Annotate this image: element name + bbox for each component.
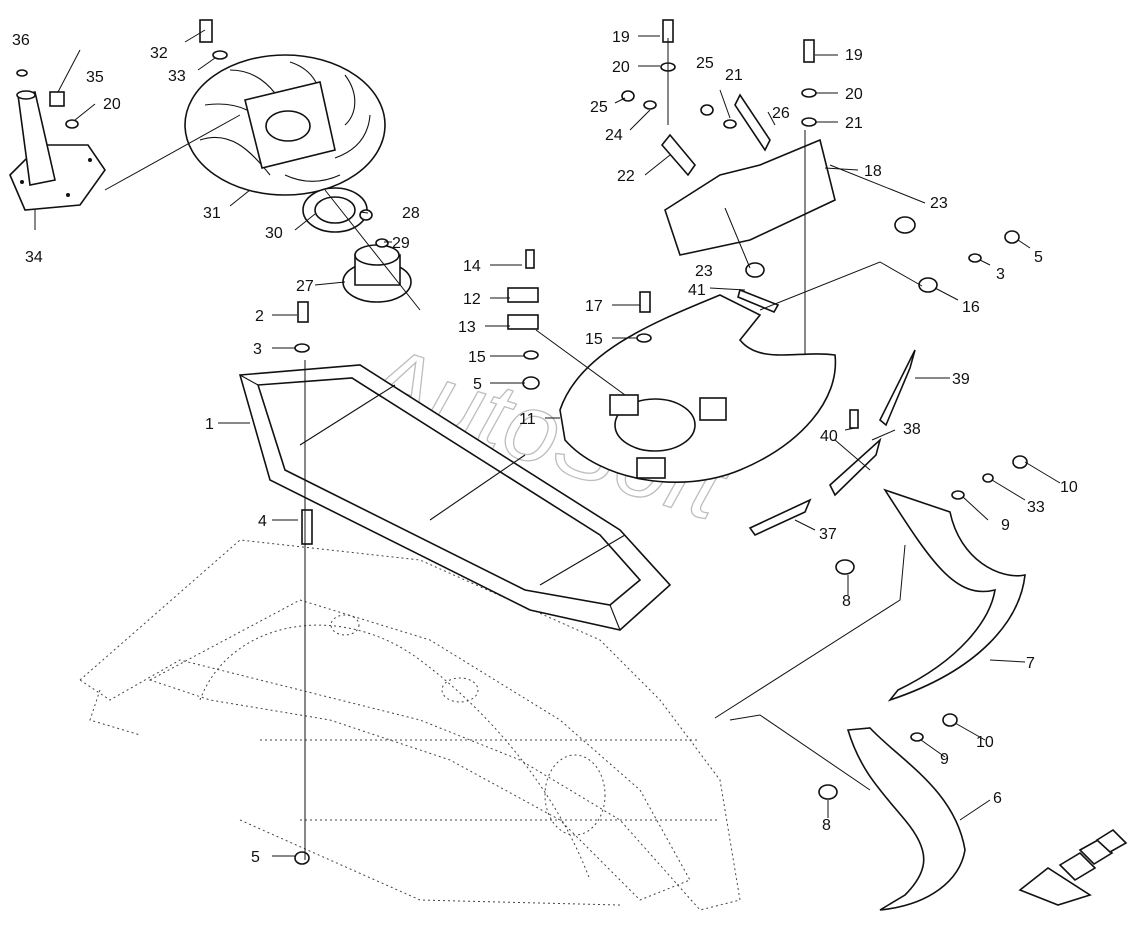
callout-22: 22 [617,168,635,185]
callout-41: 41 [688,282,706,299]
direction-arrow-icon [1018,828,1128,906]
callout-20: 20 [845,86,863,103]
part-34-drive-cone [9,90,106,211]
hardware-fasteners [16,19,1028,865]
callout-37: 37 [819,526,837,543]
callout-5: 5 [473,376,482,393]
part-37-39-brackets [748,349,916,537]
callout-33: 33 [168,68,186,85]
part-1-frame [238,364,672,631]
callout-33: 33 [1027,499,1045,516]
callout-23: 23 [930,195,948,212]
callout-18: 18 [864,163,882,180]
callout-26: 26 [772,105,790,122]
callout-28: 28 [402,205,420,222]
callout-25: 25 [696,55,714,72]
callout-31: 31 [203,205,221,222]
callout-19: 19 [845,47,863,64]
callout-30: 30 [265,225,283,242]
callout-9: 9 [940,751,949,768]
callout-11: 11 [519,411,536,428]
callout-15: 15 [585,331,603,348]
part-31-spreader-disc [184,54,386,196]
callout-25: 25 [590,99,608,116]
callout-5: 5 [1034,249,1043,266]
chassis-ghost-outline [79,539,741,911]
callout-14: 14 [463,258,481,275]
callout-39: 39 [952,371,970,388]
callout-3: 3 [996,266,1005,283]
callout-1: 1 [205,416,214,433]
callout-36: 36 [12,32,30,49]
callout-40: 40 [820,428,838,445]
leader-lines [34,29,1061,860]
part-30-gasket-ring [302,187,368,233]
callout-21: 21 [725,67,743,84]
part-27-hub-flange [342,244,412,303]
callout-8: 8 [822,817,831,834]
callout-12: 12 [463,291,481,308]
callout-35: 35 [86,69,104,86]
part-18-deflector-plate [664,138,836,256]
callout-19: 19 [612,29,630,46]
callout-20: 20 [103,96,121,113]
callout-5: 5 [251,849,260,866]
callout-15: 15 [468,349,486,366]
callout-4: 4 [258,513,267,530]
callout-27: 27 [296,278,314,295]
callout-2: 2 [255,308,264,325]
callout-23: 23 [695,263,713,280]
callout-6: 6 [993,790,1002,807]
callout-labels: 36 35 20 34 32 33 31 30 28 29 27 19 20 2… [12,29,1078,866]
callout-8: 8 [842,593,851,610]
callout-17: 17 [585,298,603,315]
callout-24: 24 [605,127,623,144]
part-11-bottom-plate [559,294,837,484]
callout-38: 38 [903,421,921,438]
callout-32: 32 [150,45,168,62]
callout-7: 7 [1026,655,1035,672]
callout-34: 34 [25,249,43,266]
callout-3: 3 [253,341,262,358]
callout-10: 10 [1060,479,1078,496]
callout-13: 13 [458,319,476,336]
callout-16: 16 [962,299,980,316]
callout-9: 9 [1001,517,1010,534]
part-7-upper-chute [883,488,1026,702]
callout-29: 29 [392,235,410,252]
callout-20: 20 [612,59,630,76]
callout-21: 21 [845,115,863,132]
part-6-lower-chute [846,727,966,911]
callout-10: 10 [976,734,994,751]
